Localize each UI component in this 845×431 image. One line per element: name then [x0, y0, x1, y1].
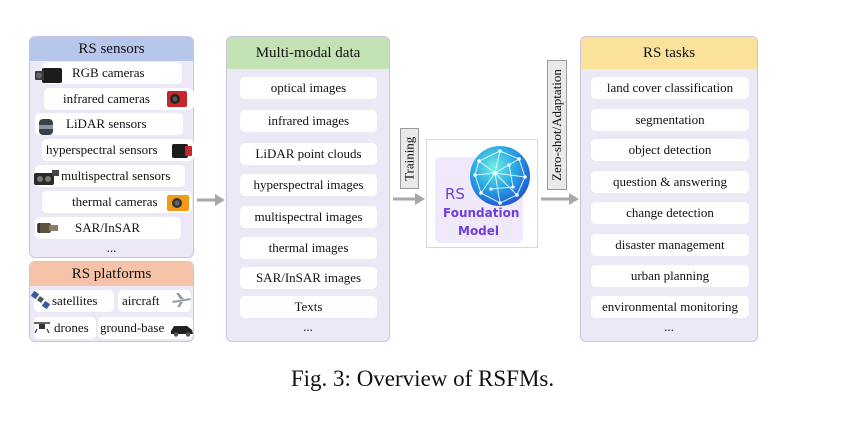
training-label-text: Training	[401, 136, 417, 181]
sensor-label: SAR/InSAR	[75, 220, 141, 235]
modal-item-thermal: thermal images	[240, 237, 377, 259]
model-text-foundation: Foundation	[443, 206, 520, 220]
globe-network-icon	[470, 146, 530, 206]
sensors-more: ...	[106, 240, 117, 255]
sensor-hyperspectral: hyperspectral sensors	[42, 139, 194, 161]
platforms-panel: RS platforms satellites aircraft drones …	[29, 261, 194, 342]
sensor-label: multispectral sensors	[61, 168, 171, 183]
sensor-thermal: thermal cameras	[42, 191, 192, 213]
modal-item-multispectral: multispectral images	[240, 206, 377, 228]
model-text-model: Model	[458, 224, 500, 238]
modal-item-infrared: infrared images	[240, 110, 377, 132]
platform-ground-base: ground-base	[98, 317, 193, 339]
training-label: Training	[400, 128, 419, 189]
platform-label: satellites	[52, 293, 98, 308]
task-change-detection: change detection	[591, 202, 749, 224]
sar-sensor-icon	[37, 223, 58, 233]
sensor-infrared-cameras: infrared cameras	[44, 88, 194, 110]
task-question-answering: question & answering	[591, 171, 749, 193]
task-segmentation: segmentation	[591, 109, 749, 131]
sensor-multispectral: multispectral sensors	[35, 165, 185, 187]
platform-label: aircraft	[122, 293, 160, 308]
modal-item-hyperspectral: hyperspectral images	[240, 174, 377, 196]
figure-caption: Fig. 3: Overview of RSFMs.	[290, 366, 555, 391]
task-object-detection: object detection	[591, 139, 749, 161]
tasks-header: RS tasks	[581, 37, 757, 69]
model-text-rs: RS	[445, 185, 465, 203]
sensor-label: RGB cameras	[72, 65, 145, 80]
sensor-label: LiDAR sensors	[66, 116, 147, 131]
modal-more: ...	[303, 319, 313, 334]
platform-aircraft: aircraft	[118, 290, 191, 312]
sensor-sar: SAR/InSAR	[35, 217, 181, 239]
thermal-camera-icon	[167, 195, 189, 211]
multispectral-sensor-icon	[34, 170, 59, 185]
task-land-cover: land cover classification	[591, 77, 749, 99]
platform-satellites: satellites	[34, 290, 114, 312]
task-disaster-management: disaster management	[591, 234, 749, 256]
modal-item-optical: optical images	[240, 77, 377, 99]
sensor-label: thermal cameras	[72, 194, 158, 209]
sensor-label: hyperspectral sensors	[46, 142, 158, 157]
adaptation-label-text: Zero-shot/Adaptation	[549, 69, 564, 181]
foundation-model-card: RS Foundation Model	[426, 139, 538, 248]
sensors-panel: RS sensors RGB cameras infrared cameras …	[29, 36, 194, 258]
lidar-sensor-icon	[39, 119, 53, 135]
platform-label: drones	[54, 320, 89, 335]
platforms-header: RS platforms	[30, 262, 193, 286]
adaptation-arrow	[541, 193, 579, 205]
drone-icon	[34, 322, 50, 334]
hyperspectral-sensor-icon	[172, 144, 192, 158]
tasks-more: ...	[664, 319, 674, 334]
platform-label: ground-base	[100, 320, 165, 335]
car-icon	[171, 326, 193, 337]
modal-item-sar: SAR/InSAR images	[240, 267, 377, 289]
satellite-icon	[31, 290, 51, 310]
modal-item-texts: Texts	[240, 296, 377, 318]
sensor-rgb-cameras: RGB cameras	[42, 62, 182, 84]
sensor-lidar: LiDAR sensors	[35, 113, 183, 135]
sensors-to-data-arrow	[197, 194, 225, 206]
sensors-header: RS sensors	[30, 37, 193, 61]
modal-item-lidar: LiDAR point clouds	[240, 143, 377, 165]
modal-data-panel: Multi-modal data optical images infrared…	[226, 36, 390, 342]
infrared-camera-icon	[167, 91, 187, 107]
training-arrow	[393, 193, 425, 205]
sensor-label: infrared cameras	[63, 91, 150, 106]
task-urban-planning: urban planning	[591, 265, 749, 287]
rgb-camera-icon	[35, 68, 62, 83]
modal-data-header: Multi-modal data	[227, 37, 389, 69]
aircraft-icon	[172, 293, 191, 307]
task-environmental-monitoring: environmental monitoring	[591, 296, 749, 318]
tasks-panel: RS tasks land cover classification segme…	[580, 36, 758, 342]
adaptation-label: Zero-shot/Adaptation	[547, 60, 567, 190]
